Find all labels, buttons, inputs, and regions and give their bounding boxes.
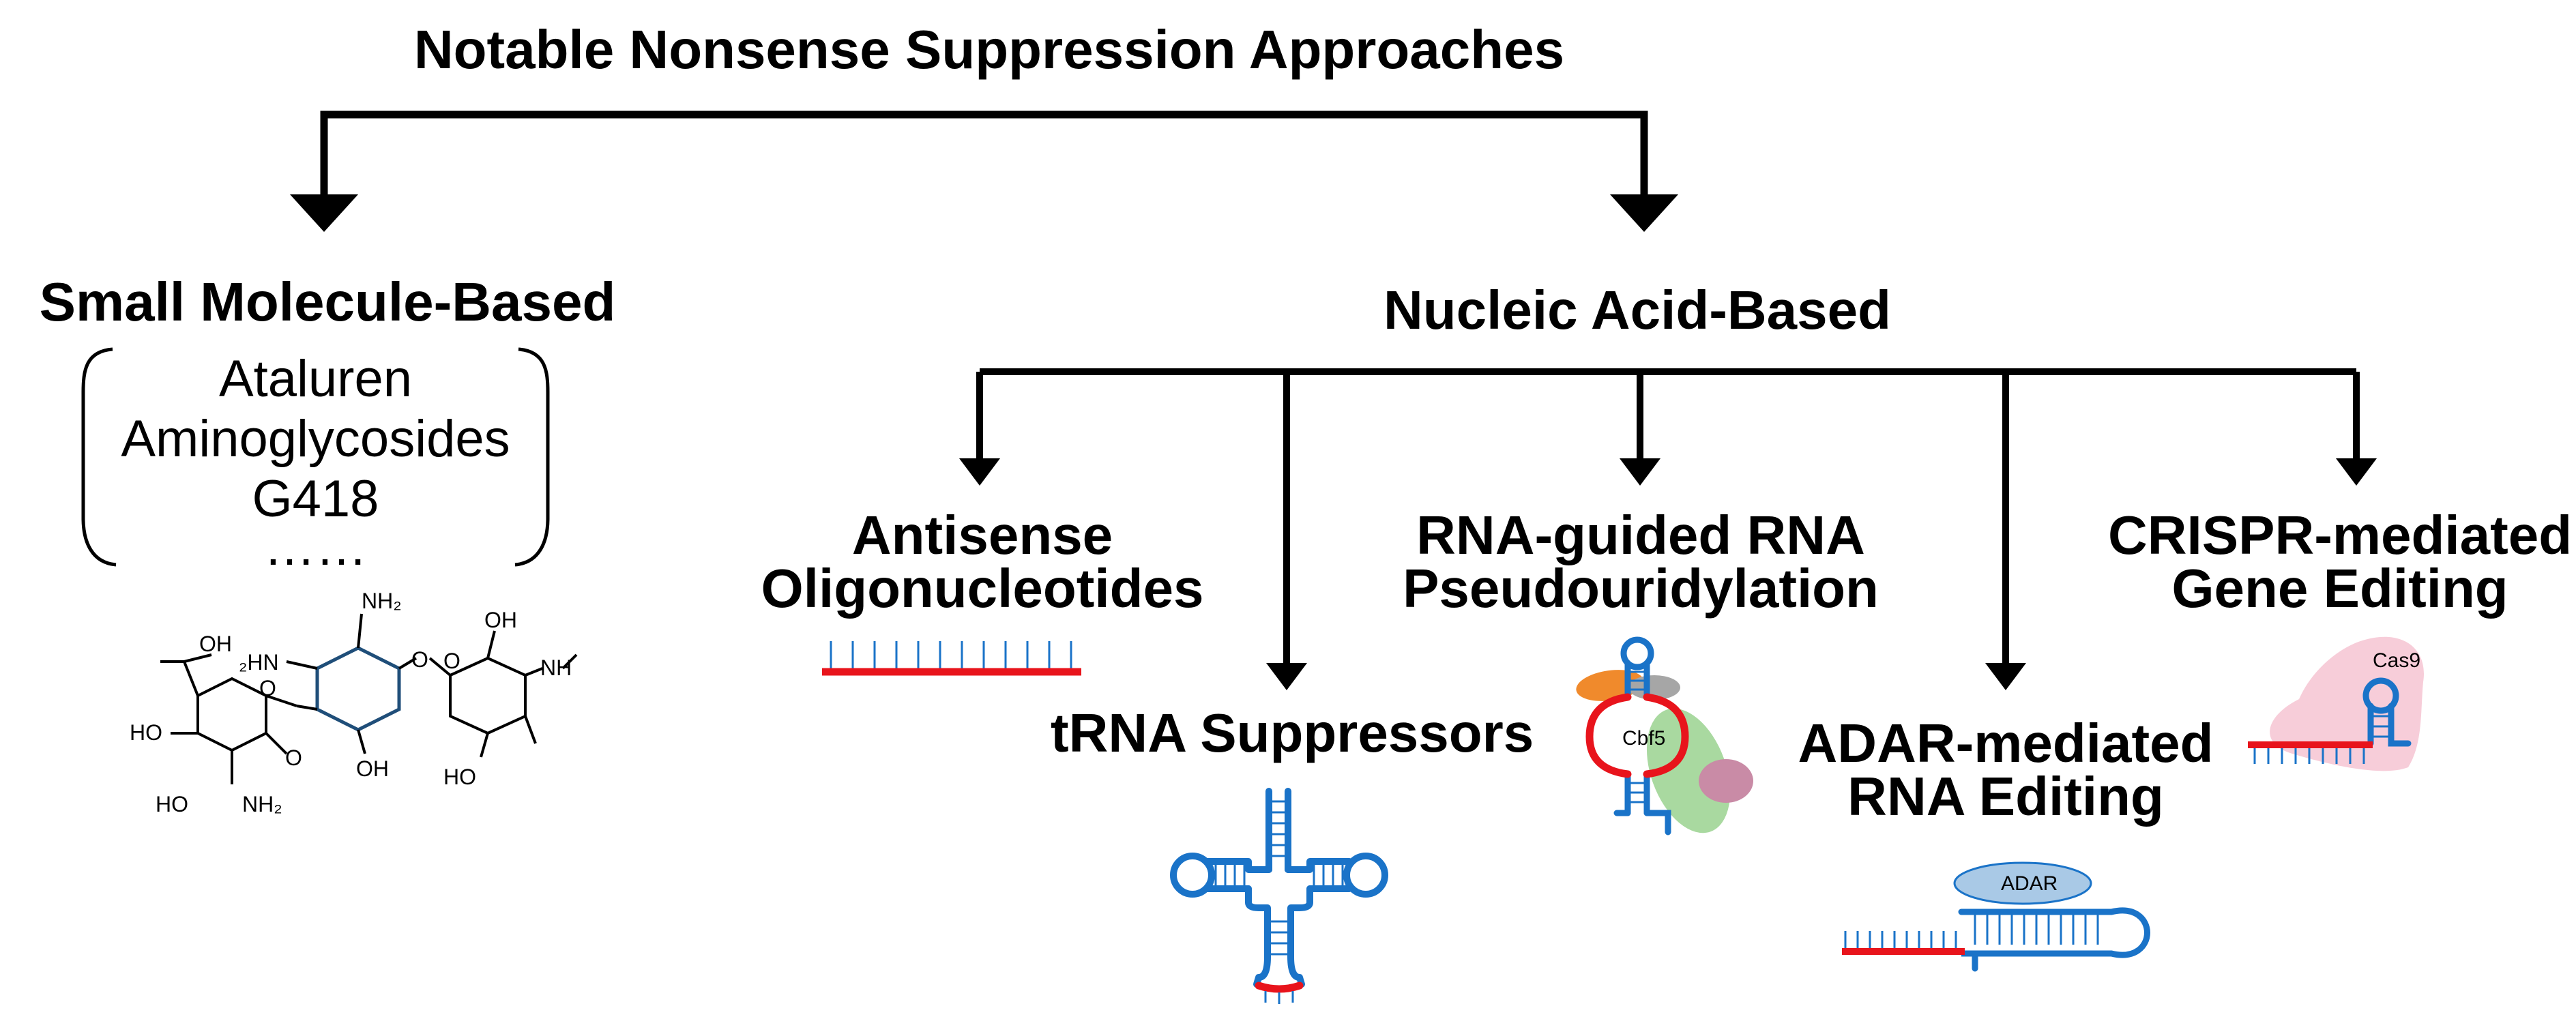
antisense-label-line1: Antisense (851, 505, 1113, 565)
trna-anticodon-red (1255, 981, 1304, 993)
right-bracket (514, 347, 550, 567)
arrow-pseudouridylation (1620, 458, 1660, 486)
label-oh-top-right: OH (484, 608, 517, 632)
label-hn: ₂HN (239, 650, 279, 675)
trna-cloverleaf-illustration (1170, 788, 1388, 1004)
trna-label: tRNA Suppressors (1051, 703, 1534, 763)
label-o-ring-right: O (443, 649, 460, 673)
small-molecule-list: Ataluren Aminoglycosides G418 …… (89, 349, 542, 577)
crispr-label-line2: Gene Editing (2171, 558, 2508, 619)
cas9-label: Cas9 (2373, 649, 2420, 672)
adar-protein-label: ADAR (2001, 872, 2058, 895)
label-nh: NH (540, 655, 572, 680)
item-aminoglycosides: Aminoglycosides (121, 410, 510, 469)
label-oh-mid: OH (356, 756, 389, 781)
diagram-title: Notable Nonsense Suppression Approaches (413, 19, 1565, 80)
antisense-label-line2: Oligonucleotides (761, 558, 1204, 619)
mauve-protein (1699, 759, 1753, 803)
arrow-to-small-molecule (290, 194, 358, 232)
left-bracket (81, 347, 117, 567)
item-g418: G418 (252, 470, 379, 529)
label-ho-bottom-right: HO (443, 765, 476, 789)
adar-editing-illustration: ADAR (1842, 861, 2150, 972)
adar-label-line2: RNA Editing (1847, 766, 2164, 827)
label-nh2-bottom: NH₂ (242, 792, 282, 816)
label-oh-top-left: OH (199, 632, 232, 656)
label-o-ring-left: O (259, 676, 276, 700)
left-sugar-ring (196, 677, 267, 752)
adar-protein (1953, 861, 2092, 905)
label-nh2-top: NH₂ (362, 589, 402, 613)
arrow-trna (1266, 663, 1307, 690)
arrow-to-nucleic-acid (1610, 194, 1678, 232)
adar-label-line1: ADAR-mediated (1798, 713, 2214, 773)
arrow-antisense (959, 458, 1000, 486)
pseudouridylation-illustration: Cbf5 (1576, 636, 1753, 836)
arrow-crispr (2336, 458, 2377, 486)
label-ho-bottom-left: HO (156, 792, 188, 816)
crispr-label-line1: CRISPR-mediated (2108, 505, 2573, 565)
central-aminocyclitol-ring (315, 646, 401, 732)
right-sugar-ring (449, 656, 527, 735)
green-protein (1646, 708, 1731, 833)
pseudouridylation-label-line2: Pseudouridylation (1403, 558, 1879, 619)
antisense-oligo-illustration (822, 641, 1081, 676)
small-molecule-heading: Small Molecule-Based (39, 271, 616, 332)
label-o-bridge-bottom: O (285, 745, 302, 770)
aminoglycoside-structure: NH₂ OH ₂HN O OH O O NH HO O OH HO NH₂ HO (130, 589, 578, 816)
branch-arrowheads (959, 458, 2377, 690)
label-o-bridge-top: O (411, 647, 428, 672)
arrow-adar (1985, 663, 2026, 690)
item-ataluren: Ataluren (218, 350, 413, 408)
nucleic-acid-heading: Nucleic Acid-Based (1384, 280, 1891, 340)
cbf5-label: Cbf5 (1622, 727, 1665, 750)
pseudouridylation-pocket-red (1585, 693, 1689, 778)
nucleic-acid-connector (976, 368, 2360, 665)
label-ho-left: HO (130, 720, 162, 745)
pseudouridylation-label-line1: RNA-guided RNA (1416, 505, 1865, 565)
top-connector (320, 110, 1648, 194)
crispr-cas9-illustration: Cas9 (2248, 636, 2425, 771)
item-ellipsis: …… (263, 518, 368, 577)
